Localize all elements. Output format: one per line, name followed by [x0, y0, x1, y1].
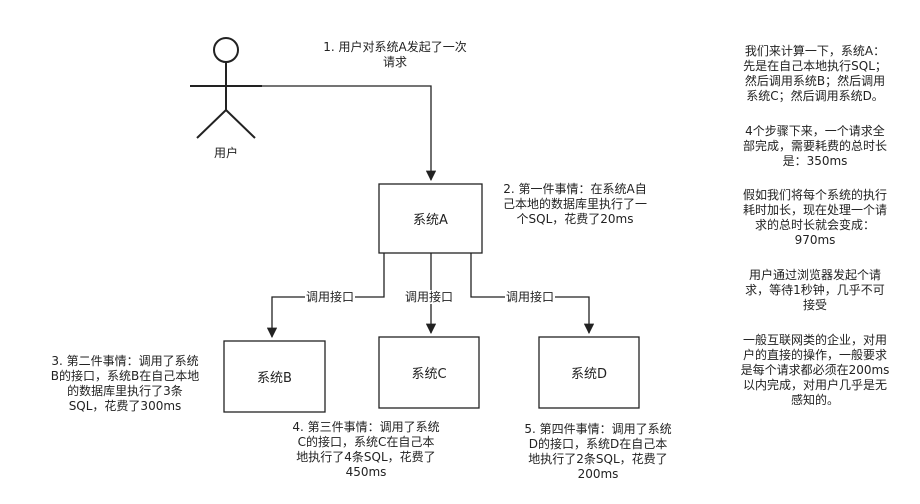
step-5-text: 5. 第四件事情：调用了系统 D的接口，系统D在自己本 地执行了2条SQL，花费… — [524, 422, 672, 481]
note-wait: 用户通过浏览器发起个请 求，等待1秒钟，几乎不可 接受 — [745, 268, 885, 312]
system-d-label: 系统D — [570, 367, 607, 382]
system-c-box — [378, 336, 480, 409]
note-requirement: 一般互联网类的企业，对用 户的直接的操作，一般要求 是每个请求都必须在200ms… — [740, 333, 890, 407]
system-a-label: 系统A — [413, 213, 448, 228]
system-a-box — [378, 183, 483, 254]
edge-c-label: 调用接口 — [404, 290, 455, 304]
step-1-text: 1. 用户对系统A发起了一次 请求 — [323, 40, 467, 69]
step-2-text: 2. 第一件事情：在系统A自 己本地的数据库里执行了一 个SQL，花费了20ms — [502, 182, 647, 226]
system-c-label: 系统C — [411, 367, 447, 382]
system-b-label: 系统B — [257, 371, 292, 386]
edge-b-label: 调用接口 — [305, 290, 356, 304]
note-calculation: 我们来计算一下，系统A： 先是在自己本地执行SQL； 然后调用系统B；然后调用 … — [743, 44, 887, 103]
step-3-text: 3. 第二件事情：调用了系统 B的接口，系统B在自己本地 的数据库里执行了3条 … — [50, 354, 200, 413]
user-label: 用户 — [213, 146, 238, 160]
system-b-box — [223, 340, 326, 413]
note-total-970: 假如我们将每个系统的执行 耗时加长，现在处理一个请 求的总时长就会变成： 970… — [742, 188, 887, 247]
edge-d-label: 调用接口 — [505, 290, 556, 304]
note-total-350: 4个步骤下来，一个请求全 部完成，需要耗费的总时长 是：350ms — [742, 124, 887, 168]
user-actor-icon — [190, 37, 262, 139]
step-4-text: 4. 第三件事情：调用了系统 C的接口，系统C在自己本 地执行了4条SQL，花费… — [292, 420, 440, 479]
system-d-box — [538, 336, 640, 409]
request-arrow — [262, 85, 437, 182]
